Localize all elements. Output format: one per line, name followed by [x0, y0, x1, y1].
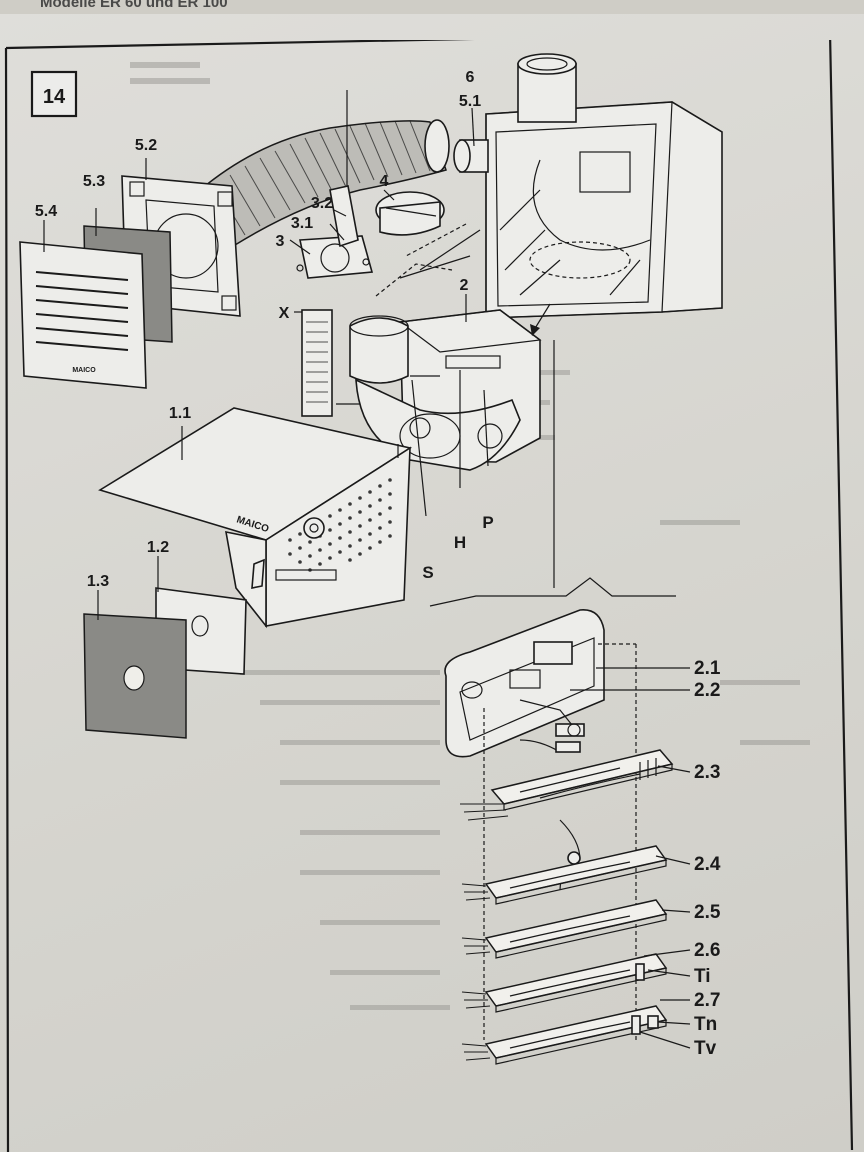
- label-S: S: [422, 563, 433, 582]
- pcb-2-6: [461, 953, 668, 1013]
- pcb-bracket: [429, 577, 676, 607]
- grille-cover: MAICO: [19, 241, 147, 389]
- label-P: P: [482, 513, 493, 532]
- figure-frame: [4, 40, 854, 1152]
- label-1-1: 1.1: [169, 405, 191, 422]
- flap-valve: [375, 191, 445, 236]
- label-6: 6: [466, 69, 475, 86]
- label-Tv: Tv: [694, 1038, 717, 1059]
- exploded-view-diagram: 14: [4, 40, 854, 1152]
- label-3-2: 3.2: [311, 195, 333, 212]
- label-5-3: 5.3: [83, 173, 105, 190]
- label-5-1: 5.1: [459, 93, 481, 110]
- pcb-cable: [519, 739, 561, 753]
- pcb-2-3: [460, 749, 674, 821]
- label-2-1: 2.1: [694, 658, 721, 679]
- label-2-3: 2.3: [694, 762, 720, 783]
- leader-lines: [43, 107, 691, 1049]
- label-X: X: [279, 305, 290, 322]
- top-strip: [0, 0, 864, 14]
- bracket-assembly: [296, 185, 374, 279]
- figure-number: 14: [43, 86, 66, 108]
- label-2-7: 2.7: [694, 990, 720, 1011]
- label-3-1: 3.1: [291, 215, 313, 232]
- flexible-hose: [199, 90, 450, 247]
- label-2-2: 2.2: [694, 680, 720, 701]
- label-H: H: [454, 533, 466, 552]
- label-1-3: 1.3: [87, 573, 109, 590]
- wall-housing-box: [453, 53, 723, 319]
- label-Ti: Ti: [694, 966, 711, 987]
- filter-mat: [83, 613, 187, 739]
- fan-insert-arrow: [533, 303, 551, 331]
- label-Tn: Tn: [694, 1014, 717, 1035]
- electronics-housing: [444, 609, 605, 758]
- grille-brand-text: MAICO: [72, 367, 96, 374]
- label-5-2: 5.2: [135, 137, 157, 154]
- rating-plate: [301, 309, 333, 417]
- figure-number-box: 14: [30, 70, 78, 118]
- alignment-line-1: [375, 263, 453, 297]
- pcb-2-4: [461, 845, 668, 905]
- label-5-4: 5.4: [35, 203, 57, 220]
- housing-edge-line: [419, 229, 481, 271]
- label-2-6: 2.6: [694, 940, 720, 961]
- alignment-line-2: [405, 223, 467, 257]
- pcb-2-7: [461, 1005, 668, 1065]
- label-1-2: 1.2: [147, 539, 169, 556]
- front-cover: MAICO: [98, 407, 413, 629]
- pcb-2-5: [461, 899, 668, 959]
- label-3: 3: [276, 233, 285, 250]
- page-heading: Modelle ER 60 und ER 100: [40, 0, 228, 11]
- part-labels: 5.2 5.3 5.4 6 5.1 3.2 3.1 3 4 2 X 1.1 1.…: [35, 69, 721, 1059]
- label-2-5: 2.5: [694, 902, 721, 923]
- label-2: 2: [460, 277, 469, 294]
- label-2-4: 2.4: [694, 854, 721, 875]
- label-4: 4: [380, 173, 389, 190]
